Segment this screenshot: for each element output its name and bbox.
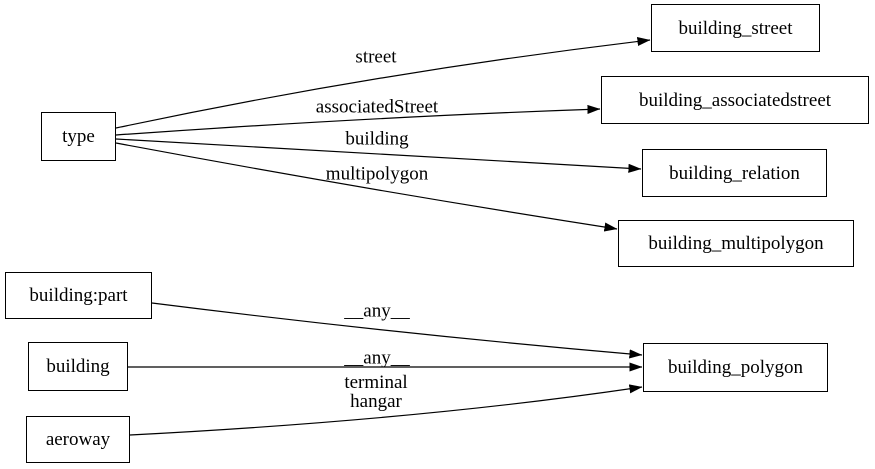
edge-label-multipolygon: multipolygon: [325, 163, 429, 185]
edge-type-building_street: [115, 36, 651, 129]
node-building_relation: building_relation: [642, 149, 827, 197]
edge-label-associatedstreet: associatedStreet: [315, 96, 439, 118]
node-building_street: building_street: [651, 4, 820, 52]
edge-label-terminal-hangar: terminal hangar: [344, 373, 407, 411]
edge-aeroway-building_polygon: [129, 384, 643, 436]
edge-label-any-2: __any__: [344, 347, 410, 369]
node-building-part: building:part: [5, 272, 152, 319]
edge-label-hangar: hangar: [350, 391, 402, 412]
node-building_polygon: building_polygon: [643, 343, 828, 392]
edge-label-building: building: [345, 128, 409, 150]
node-aeroway: aeroway: [26, 416, 130, 463]
node-building: building: [28, 342, 128, 391]
node-building_associatedstreet: building_associatedstreet: [601, 76, 869, 124]
edge-label-any-1: __any__: [344, 300, 410, 322]
edge-type-building_relation: [115, 138, 642, 173]
node-type: type: [41, 112, 116, 161]
node-building_multipolygon: building_multipolygon: [618, 220, 854, 267]
edge-label-street: street: [355, 46, 397, 68]
edge-buildingpart-building_polygon: [151, 302, 643, 359]
edge-type-building_multipolygon: [115, 142, 618, 232]
edge-label-terminal: terminal: [344, 372, 408, 393]
edge-type-building_associatedstreet: [115, 104, 601, 136]
